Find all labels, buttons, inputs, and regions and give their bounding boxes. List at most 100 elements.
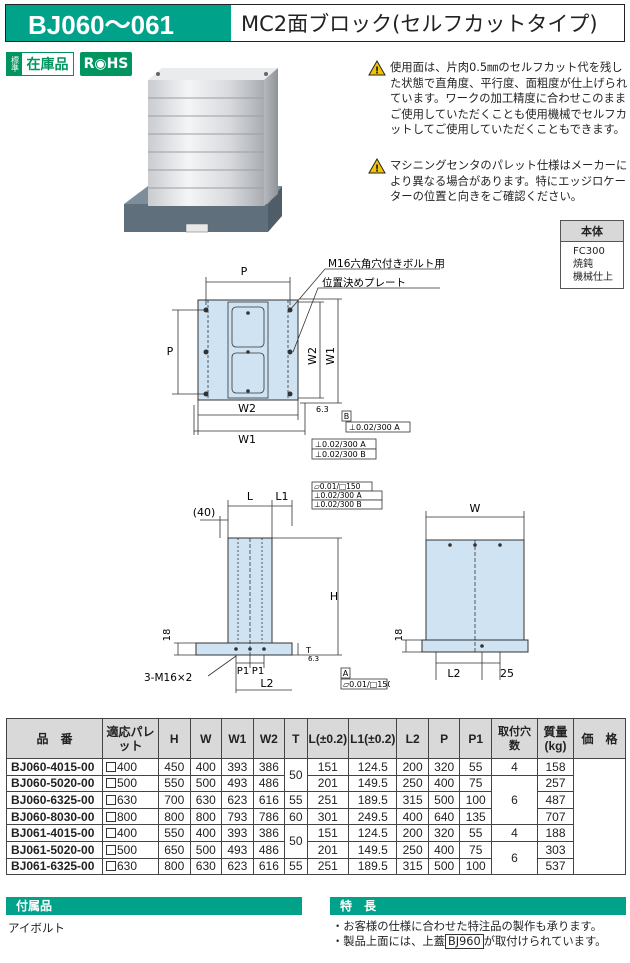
cell: 189.5 <box>348 857 398 876</box>
note-text: 使用面は、片肉0.5㎜のセルフカット代を残した状態で直角度、平行度、面粗度が仕上… <box>390 61 628 136</box>
cell: 315 <box>396 791 429 809</box>
spec-table: 品 番 適応パレット H W W1 W2 T L(±0.2) L1(±0.2) … <box>6 718 626 876</box>
dim-label: (40) <box>193 506 216 519</box>
tolerance-label: ⊥0.02/300 A <box>349 423 400 432</box>
title-header: BJ060～061 MC2面ブロック(セルフカットタイプ) <box>5 4 625 42</box>
cell: 149.5 <box>348 840 398 859</box>
dim-label: W <box>470 502 481 515</box>
cell: 124.5 <box>348 824 398 842</box>
dim-label: W2 <box>238 402 256 415</box>
cell: 393 <box>221 758 254 776</box>
dim-label: P1 <box>237 666 249 677</box>
material-line: FC300 <box>573 246 605 257</box>
cell: 75 <box>459 840 492 859</box>
cell: 500 <box>427 857 461 876</box>
cell: 487 <box>537 791 574 809</box>
table-row: BJ061-6325-00 630 800 630 623 616 55 251… <box>6 857 626 876</box>
cell: 100 <box>459 857 492 876</box>
callout-label: M16六角穴付きボルト用 <box>328 257 445 270</box>
square-icon <box>106 828 116 839</box>
col-header: 質量(kg) <box>537 718 574 759</box>
cell: 537 <box>537 857 574 876</box>
side-view-drawing: (40) L L1 H 18 T P1 P1 L2 3-M16×2 6.3 A … <box>144 481 390 693</box>
col-header: P1 <box>459 718 492 759</box>
dim-label: L2 <box>260 677 273 690</box>
dim-label: T <box>305 646 311 655</box>
dim-label: P1 <box>252 666 264 677</box>
product-title: MC2面ブロック(セルフカットタイプ) <box>231 5 624 41</box>
col-header: P <box>427 718 461 759</box>
cell: 386 <box>252 758 286 776</box>
feature-text: ・製品上面には、上蓋 <box>332 935 445 948</box>
cell-price <box>573 757 626 876</box>
cell: 393 <box>221 824 254 842</box>
cell: 320 <box>427 824 461 842</box>
cell: 4 <box>491 758 538 776</box>
cell: 251 <box>306 791 350 809</box>
dim-label: W1 <box>238 433 256 446</box>
table-row: BJ061-5020-00 500 650 500 493 486 201 14… <box>6 840 626 876</box>
cell: 55 <box>459 758 492 776</box>
surface-mark: 6.3 <box>308 655 319 663</box>
stock-badge: 標準 在庫品 <box>6 52 74 76</box>
tolerance-label: ▱0.01/□150 <box>314 482 361 491</box>
cell: 493 <box>221 840 254 859</box>
square-icon <box>106 861 116 872</box>
col-header: W2 <box>252 718 286 759</box>
dim-label: L <box>247 490 254 503</box>
cell: 623 <box>221 791 254 809</box>
cell: 800 <box>158 857 191 876</box>
cell: 55 <box>284 791 308 809</box>
cell: 124.5 <box>348 758 398 776</box>
cell: 800 <box>189 807 223 826</box>
cell: 50 <box>284 757 308 793</box>
cell: 151 <box>306 758 350 776</box>
col-header: 価 格 <box>573 718 626 759</box>
dim-label: P <box>167 345 174 358</box>
col-header: H <box>158 718 191 759</box>
col-header: 品 番 <box>6 718 103 759</box>
cell-model: BJ061-5020-00 <box>6 840 103 859</box>
dim-label: L2 <box>447 667 460 680</box>
warning-icon: ! <box>368 59 390 138</box>
cell: 100 <box>459 791 492 809</box>
cell-model: BJ061-4015-00 <box>6 824 103 842</box>
cell: 550 <box>158 824 191 842</box>
cell: 200 <box>396 824 429 842</box>
cell-value: 630 <box>117 792 138 807</box>
square-icon <box>106 761 116 772</box>
accessories-header: 付属品 <box>6 897 302 915</box>
dim-label: W2 <box>306 347 319 365</box>
col-header: W <box>189 718 223 759</box>
feature-text: が取付けられています。 <box>483 935 607 948</box>
cell: 700 <box>158 791 191 809</box>
cell: 149.5 <box>348 774 398 793</box>
dim-label: P <box>241 265 248 278</box>
cell: 201 <box>306 840 350 859</box>
cell: 201 <box>306 774 350 793</box>
cell: 60 <box>284 807 308 826</box>
cell-model: BJ060-6325-00 <box>6 791 103 809</box>
cell: 650 <box>158 840 191 859</box>
cell: 400 <box>396 807 429 826</box>
cell: 200 <box>396 758 429 776</box>
top-view-drawing: P P W2 W1 W2 W1 M16六角穴付きボルト用 位置決めプレート 6.… <box>167 257 445 460</box>
cell: 55 <box>284 857 308 876</box>
cell: 630 <box>189 791 223 809</box>
table-row: BJ060-4015-00 400 450 400 393 386 50 151… <box>6 757 626 876</box>
cell: 301 <box>306 807 350 826</box>
cell: 550 <box>158 774 191 793</box>
dim-label: W1 <box>324 347 337 365</box>
cell-model: BJ060-8030-00 <box>6 807 103 826</box>
cell: 616 <box>252 857 286 876</box>
dim-label: 18 <box>394 629 405 642</box>
cell-value: 500 <box>117 842 138 857</box>
cell: 50 <box>284 824 308 859</box>
cell: 6 <box>491 840 538 876</box>
cell: 249.5 <box>348 807 398 826</box>
stock-label: 在庫品 <box>26 57 69 73</box>
callout-label: 位置決めプレート <box>322 276 406 289</box>
product-code: BJ060～061 <box>6 5 231 41</box>
bj960-reference: BJ960 <box>444 934 484 949</box>
